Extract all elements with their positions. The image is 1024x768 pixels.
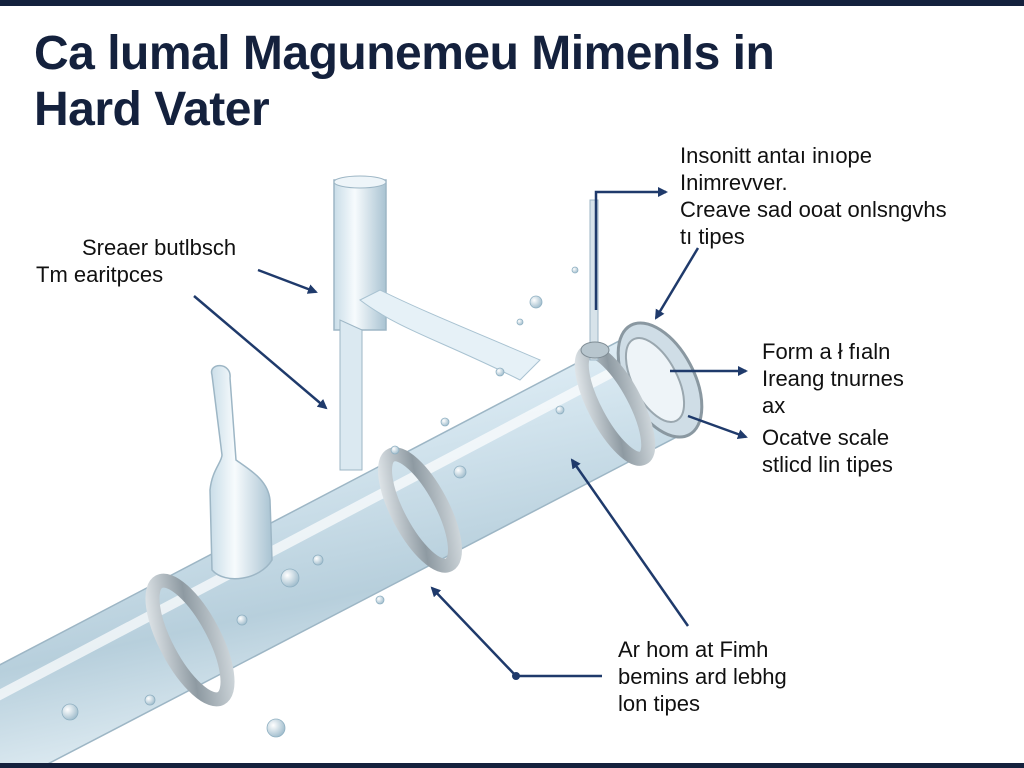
label-form: Form a ł fıaln Ireang tnurnes ax: [762, 338, 904, 419]
label-form-line-3: ax: [762, 393, 786, 418]
label-bottom-line-3: lon tipes: [618, 691, 700, 716]
bottom-border: [0, 763, 1024, 768]
label-form-line-2: Ireang tnurnes: [762, 366, 904, 391]
label-scale-line-2: stlicd lin tipes: [762, 452, 893, 477]
arrow-scale: [687, 414, 748, 439]
fitting-rod: [580, 199, 610, 361]
label-bottom-line-2: bemins ard lebhg: [618, 664, 787, 689]
arrow-bottom-ring: [430, 586, 602, 678]
label-left: Sreaer butlbsch Tm earitpces: [36, 234, 236, 288]
title-line-2: Hard Vater: [34, 83, 270, 136]
label-scale: Ocatve scale stlicd lin tipes: [762, 424, 893, 478]
label-form-line-1: Form a ł fıaln: [762, 339, 891, 364]
arrow-top-right-rod: [594, 187, 668, 310]
label-top-right-line-2: Inimrevver.: [680, 170, 788, 195]
vertical-pipe: [333, 175, 541, 471]
label-scale-line-1: Ocatve scale: [762, 425, 890, 450]
nozzle: [209, 364, 273, 580]
label-bottom-line-1: Ar hom at Fimh: [618, 637, 769, 662]
label-top-right: Insonitt antaı inıope Inimrevver. Creave…: [680, 142, 947, 250]
arrow-left-lower: [193, 295, 328, 410]
diagram-title: Ca lumal Magunemeu Mimenls in Hard Vater: [34, 26, 775, 138]
label-bottom: Ar hom at Fimh bemins ard lebhg lon tipe…: [618, 636, 787, 717]
arrow-bottom-pipe: [570, 458, 690, 627]
label-top-right-line-4: tı tipes: [680, 224, 745, 249]
label-top-right-line-1: Insonitt antaı inıope: [680, 143, 873, 168]
pipe-ring-left: [145, 573, 235, 707]
water-droplets: [61, 266, 579, 738]
arrow-left-upper: [257, 268, 318, 294]
top-border: [0, 0, 1024, 6]
callout-arrows: [193, 187, 748, 680]
arrow-top-right-fitting: [654, 247, 700, 320]
label-top-right-line-3: Creave sad ooat onlsngvhs: [680, 197, 947, 222]
label-left-line-2: Tm earitpces: [36, 262, 164, 287]
label-left-line-1: Sreaer butlbsch: [82, 235, 237, 260]
pipe-ring-middle: [378, 447, 462, 573]
title-line-1: Ca lumal Magunemeu Mimenls in: [34, 27, 775, 80]
